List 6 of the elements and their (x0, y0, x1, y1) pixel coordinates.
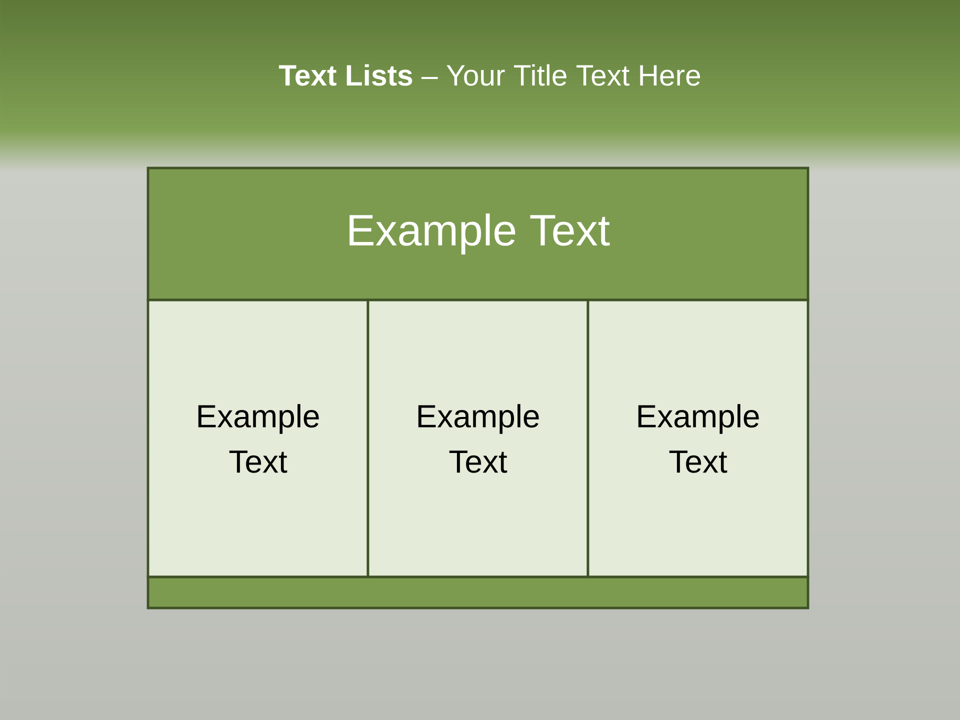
slide-title: Text Lists – Your Title Text Here (278, 64, 700, 86)
text-cell: Example Text (366, 298, 590, 578)
footer-bar (146, 576, 810, 610)
text-cell: Example Text (146, 298, 370, 578)
header-box: Example Text (146, 166, 810, 302)
text-cell: Example Text (586, 298, 810, 578)
